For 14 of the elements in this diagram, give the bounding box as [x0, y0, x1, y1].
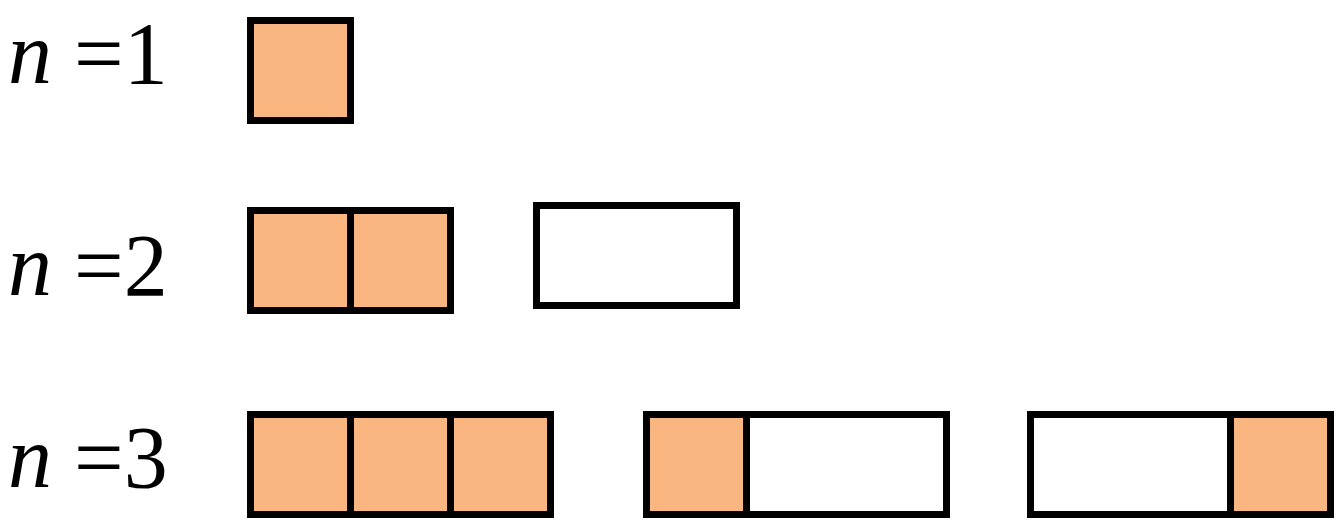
- square-tile: [454, 411, 554, 518]
- domino-tile: [533, 202, 740, 309]
- square-tile: [354, 411, 454, 518]
- domino-tile: [1027, 411, 1234, 518]
- equation-label: n =2: [8, 222, 168, 310]
- equation-label: n =1: [8, 10, 168, 98]
- square-tile: [1234, 411, 1334, 518]
- square-tile: [247, 207, 354, 314]
- square-tile: [247, 411, 354, 518]
- square-tile: [354, 207, 454, 314]
- square-tile: [247, 17, 354, 124]
- square-tile: [643, 411, 750, 518]
- equation-label: n =3: [8, 414, 168, 502]
- domino-tile: [750, 411, 950, 518]
